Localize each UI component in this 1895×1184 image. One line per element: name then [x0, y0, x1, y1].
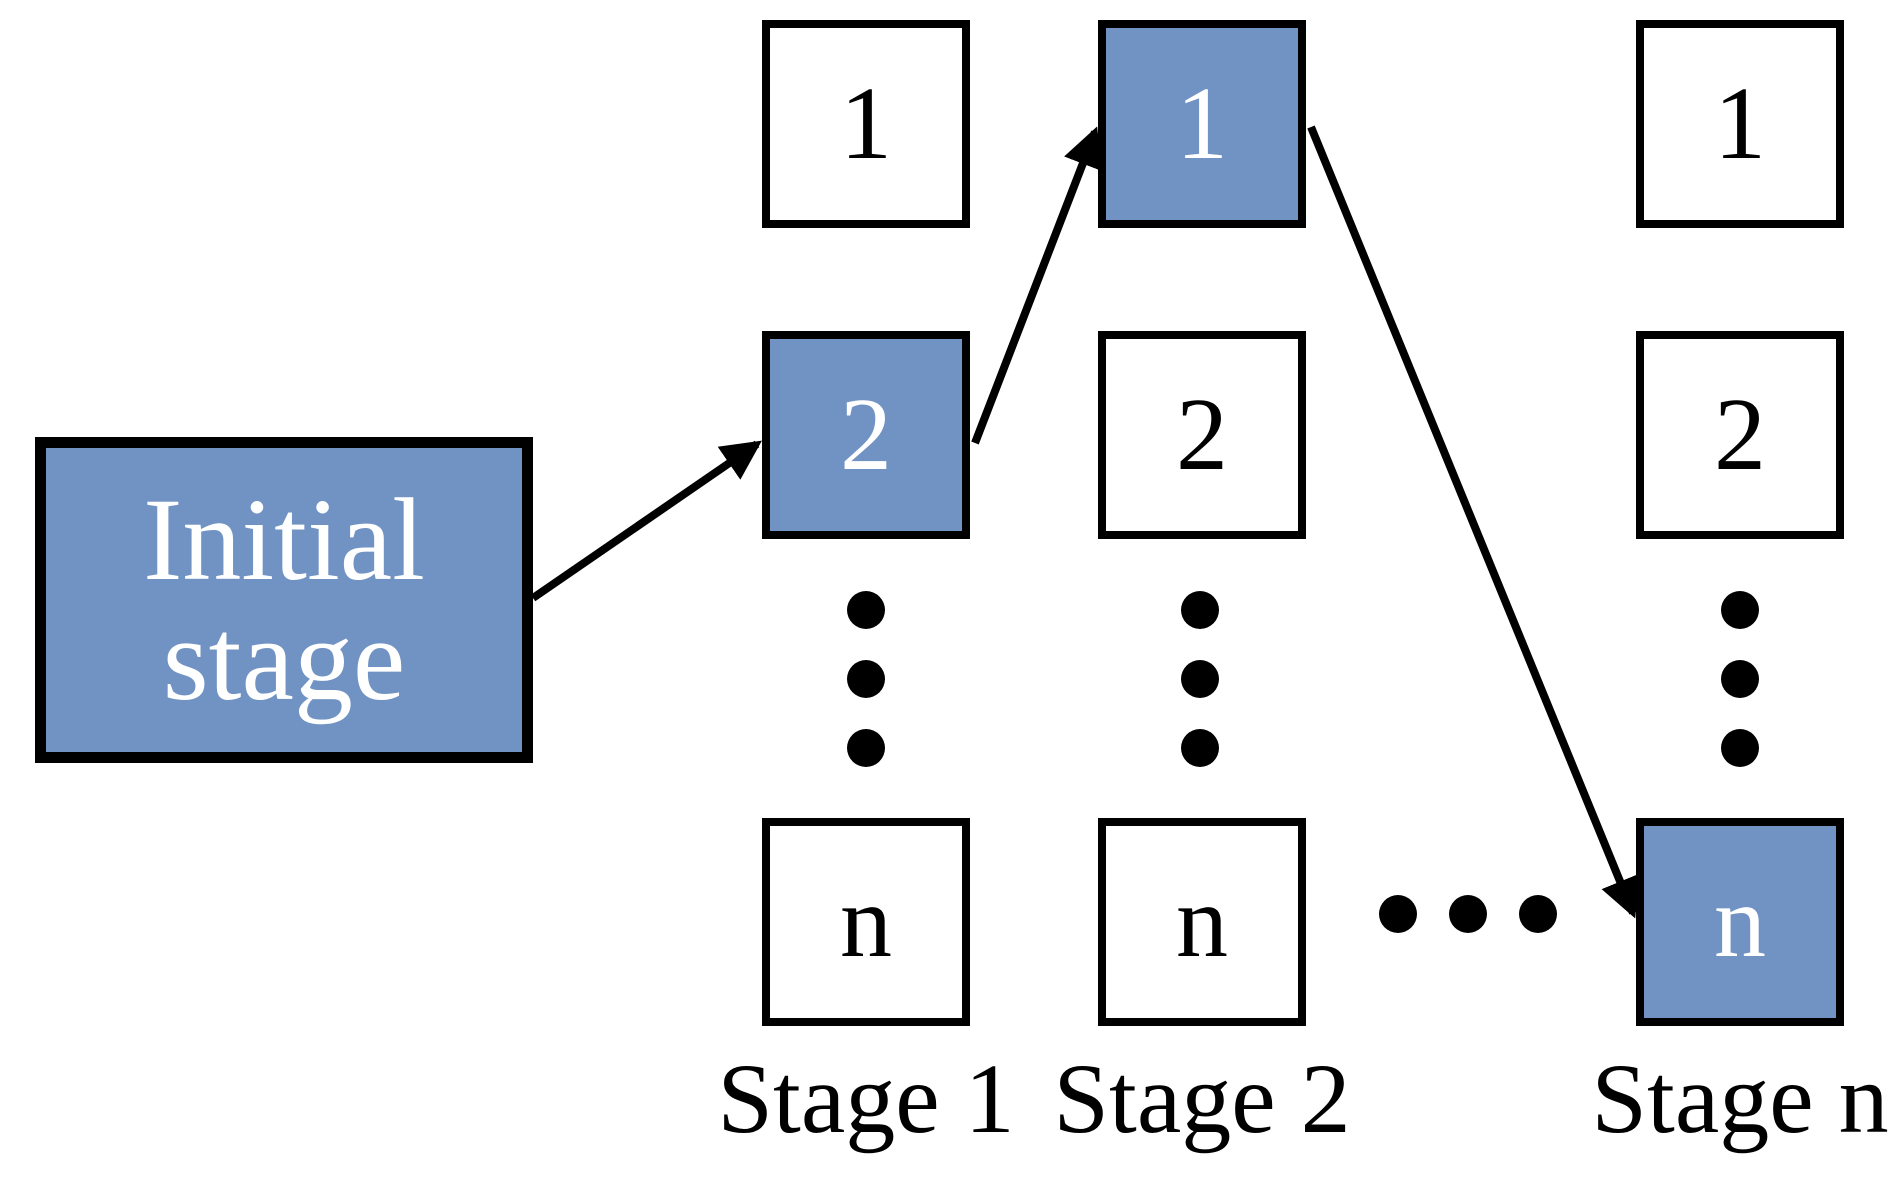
- arrow-stage1-node2-to-stage2-node1-icon: [971, 126, 1102, 445]
- initial-stage-label-line-1: Initial: [143, 474, 425, 605]
- stage1-node-1-label: 1: [840, 66, 892, 181]
- stage1-label: Stage 1: [717, 1043, 1015, 1154]
- stagen-node-n-label: n: [1714, 864, 1766, 979]
- stage1-node-n-label: n: [840, 864, 892, 979]
- initial-stage-box: Initial stage: [35, 437, 533, 763]
- stagen-node-1-label: 1: [1714, 66, 1766, 181]
- stage2-node-2: 2: [1098, 331, 1306, 539]
- vertical-ellipsis-stagen-icon: [1721, 591, 1759, 767]
- stage2-label: Stage 2: [1053, 1043, 1351, 1154]
- stagen-node-n: n: [1636, 818, 1844, 1026]
- stage1-node-1: 1: [762, 20, 970, 228]
- stagen-label: Stage n: [1591, 1043, 1889, 1154]
- arrow-stage2-node1-to-stagen-noden-icon: [1307, 125, 1639, 919]
- stage2-node-2-label: 2: [1176, 377, 1228, 492]
- dot: [1181, 660, 1219, 698]
- dot: [1721, 591, 1759, 629]
- stage2-node-n: n: [1098, 818, 1306, 1026]
- dot: [1379, 895, 1417, 933]
- stage2-node-1-label: 1: [1176, 66, 1228, 181]
- horizontal-ellipsis-between-stage2-and-stagen-icon: [1379, 895, 1557, 933]
- dot: [847, 660, 885, 698]
- dot: [847, 729, 885, 767]
- dot: [1721, 660, 1759, 698]
- initial-stage-label-line-2: stage: [162, 594, 406, 725]
- dot: [1449, 895, 1487, 933]
- stage2-node-n-label: n: [1176, 864, 1228, 979]
- vertical-ellipsis-stage2-icon: [1181, 591, 1219, 767]
- stage2-node-1: 1: [1098, 20, 1306, 228]
- stagen-node-2-label: 2: [1714, 377, 1766, 492]
- arrow-initial-to-stage1-node2-icon: [530, 440, 762, 602]
- dot: [1721, 729, 1759, 767]
- dot: [847, 591, 885, 629]
- dot: [1519, 895, 1557, 933]
- dot: [1181, 591, 1219, 629]
- stagen-node-1: 1: [1636, 20, 1844, 228]
- stage1-node-n: n: [762, 818, 970, 1026]
- stagen-node-2: 2: [1636, 331, 1844, 539]
- stage1-node-2: 2: [762, 331, 970, 539]
- dot: [1181, 729, 1219, 767]
- vertical-ellipsis-stage1-icon: [847, 591, 885, 767]
- stage1-node-2-label: 2: [840, 377, 892, 492]
